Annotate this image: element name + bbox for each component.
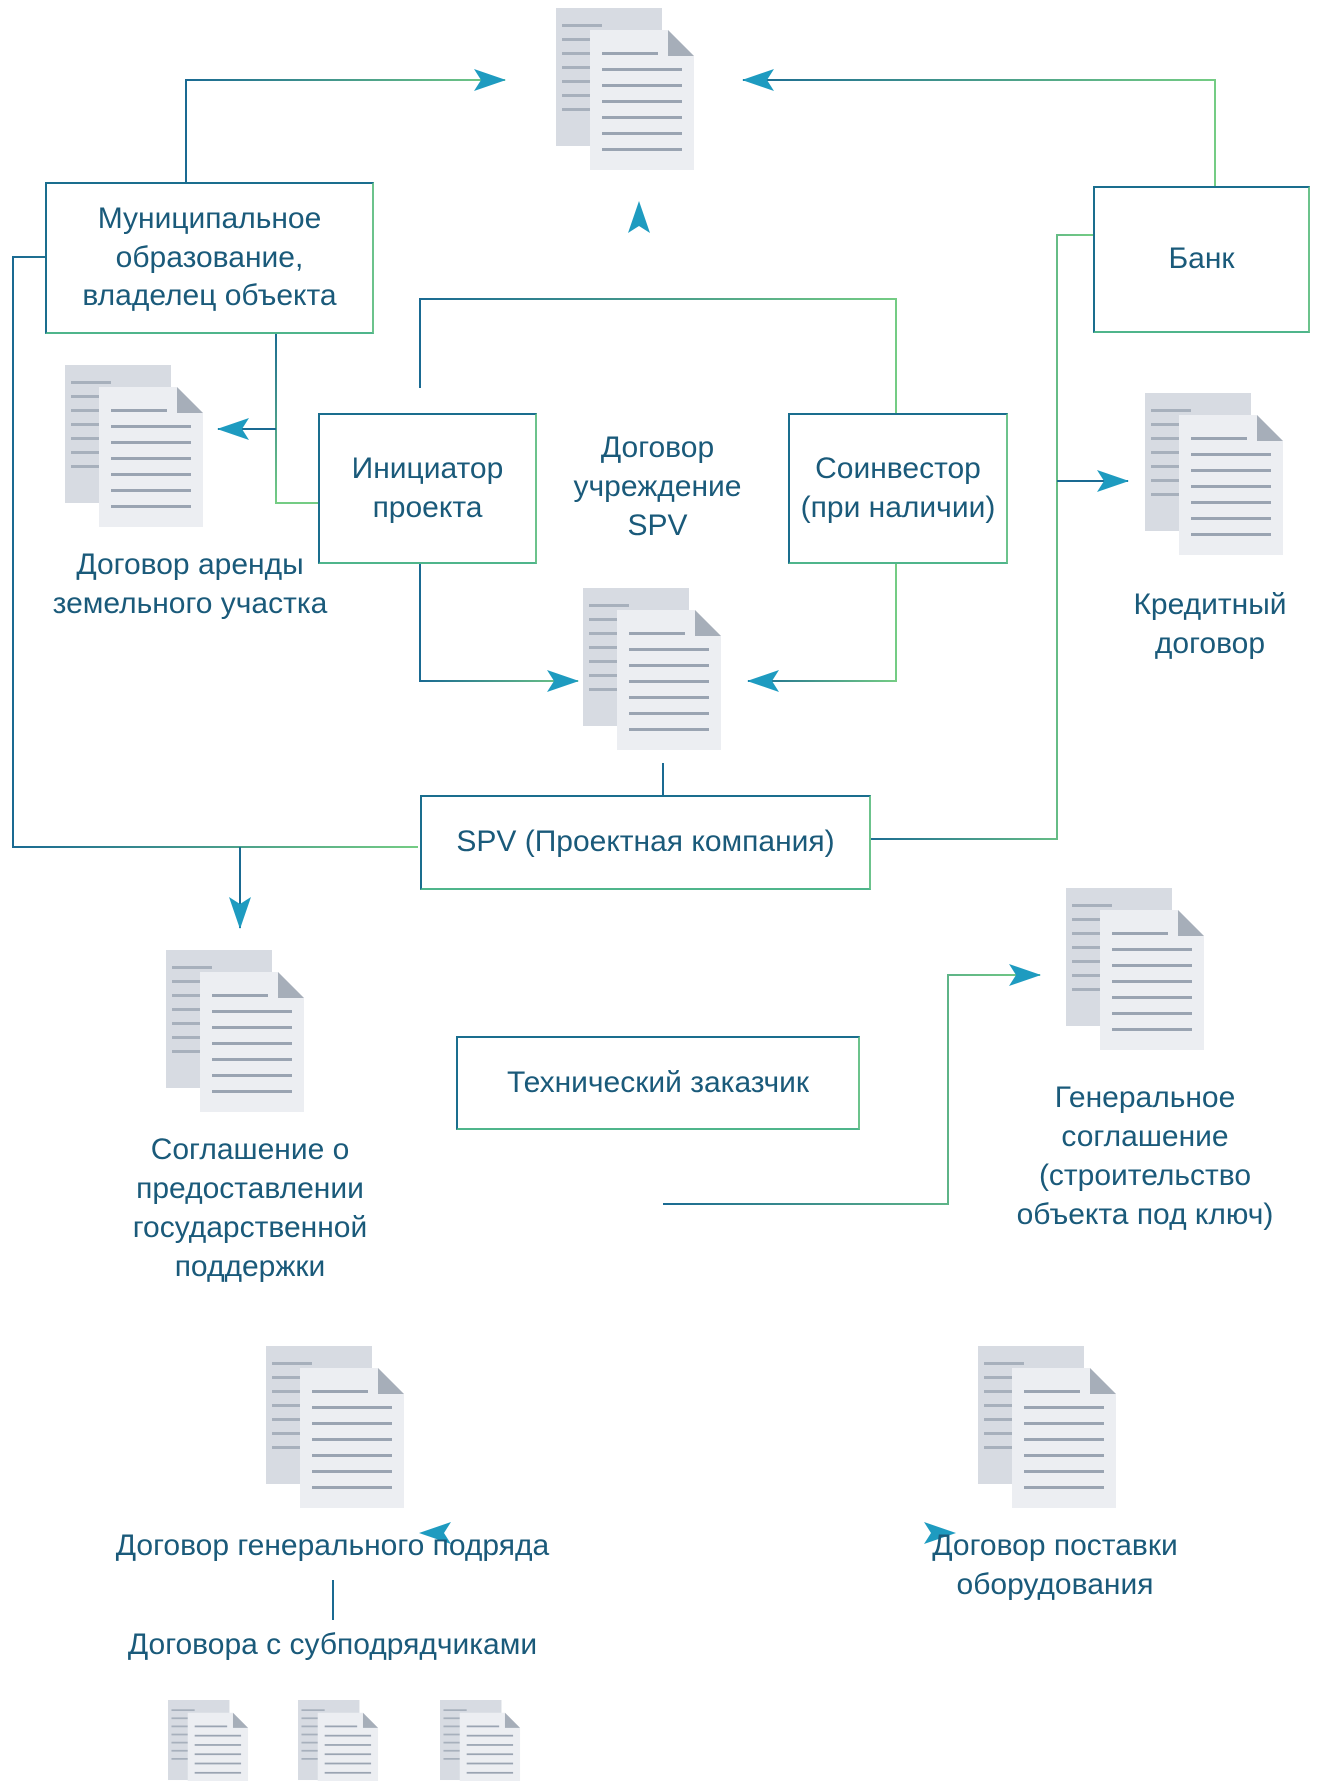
document-stack-icon xyxy=(1145,393,1283,555)
label-credit: Кредитный договор xyxy=(1133,588,1287,660)
connectors xyxy=(12,69,1216,1620)
muni-to-spv xyxy=(12,256,418,848)
muni-to-land-lease xyxy=(275,330,318,504)
coinvestor-to-spv-doc xyxy=(747,563,897,692)
label-general-contract: Договор генерального подряда xyxy=(115,1529,550,1562)
node-technical-customer: Технический заказчик xyxy=(456,1036,860,1130)
label-subcontractors: Договора с субподрядчиками xyxy=(127,1628,538,1661)
document-stack-icon xyxy=(978,1346,1116,1508)
node-bank: Банк xyxy=(1093,186,1310,333)
tech-to-general-agreement xyxy=(663,964,1041,1205)
initiator-to-spv-doc xyxy=(419,563,579,692)
document-stack-icon xyxy=(583,588,721,750)
document-stack-icon xyxy=(298,1700,379,1781)
label-state-support: Соглашение о предоставлении государствен… xyxy=(132,1133,368,1283)
muni-to-top-doc xyxy=(185,69,506,187)
bank-to-spv xyxy=(865,234,1093,840)
bank-to-top-doc xyxy=(742,69,1216,187)
document-stack-icon xyxy=(166,950,304,1112)
document-stack-icon xyxy=(440,1700,521,1781)
label-spv-agreement: Договор учреждение SPV xyxy=(573,431,742,542)
label-general-agreement: Генеральное соглашение (строительство об… xyxy=(1016,1081,1274,1231)
parties-to-top-doc xyxy=(419,298,897,413)
document-stack-icon xyxy=(266,1346,404,1508)
label-land-lease: Договор аренды земельного участка xyxy=(52,548,328,620)
node-municipality: Муниципальное образование, владелец объе… xyxy=(45,182,374,334)
node-initiator: Инициатор проекта xyxy=(318,413,537,564)
document-stack-icon xyxy=(1066,888,1204,1050)
document-stack-icon xyxy=(65,365,203,527)
label-equipment-supply: Договор поставки оборудования xyxy=(932,1529,1178,1601)
node-coinvestor: Соинвестор (при наличии) xyxy=(788,413,1008,564)
document-stack-icon xyxy=(556,8,694,170)
document-stack-icon xyxy=(168,1700,249,1781)
node-spv: SPV (Проектная компания) xyxy=(420,795,871,890)
